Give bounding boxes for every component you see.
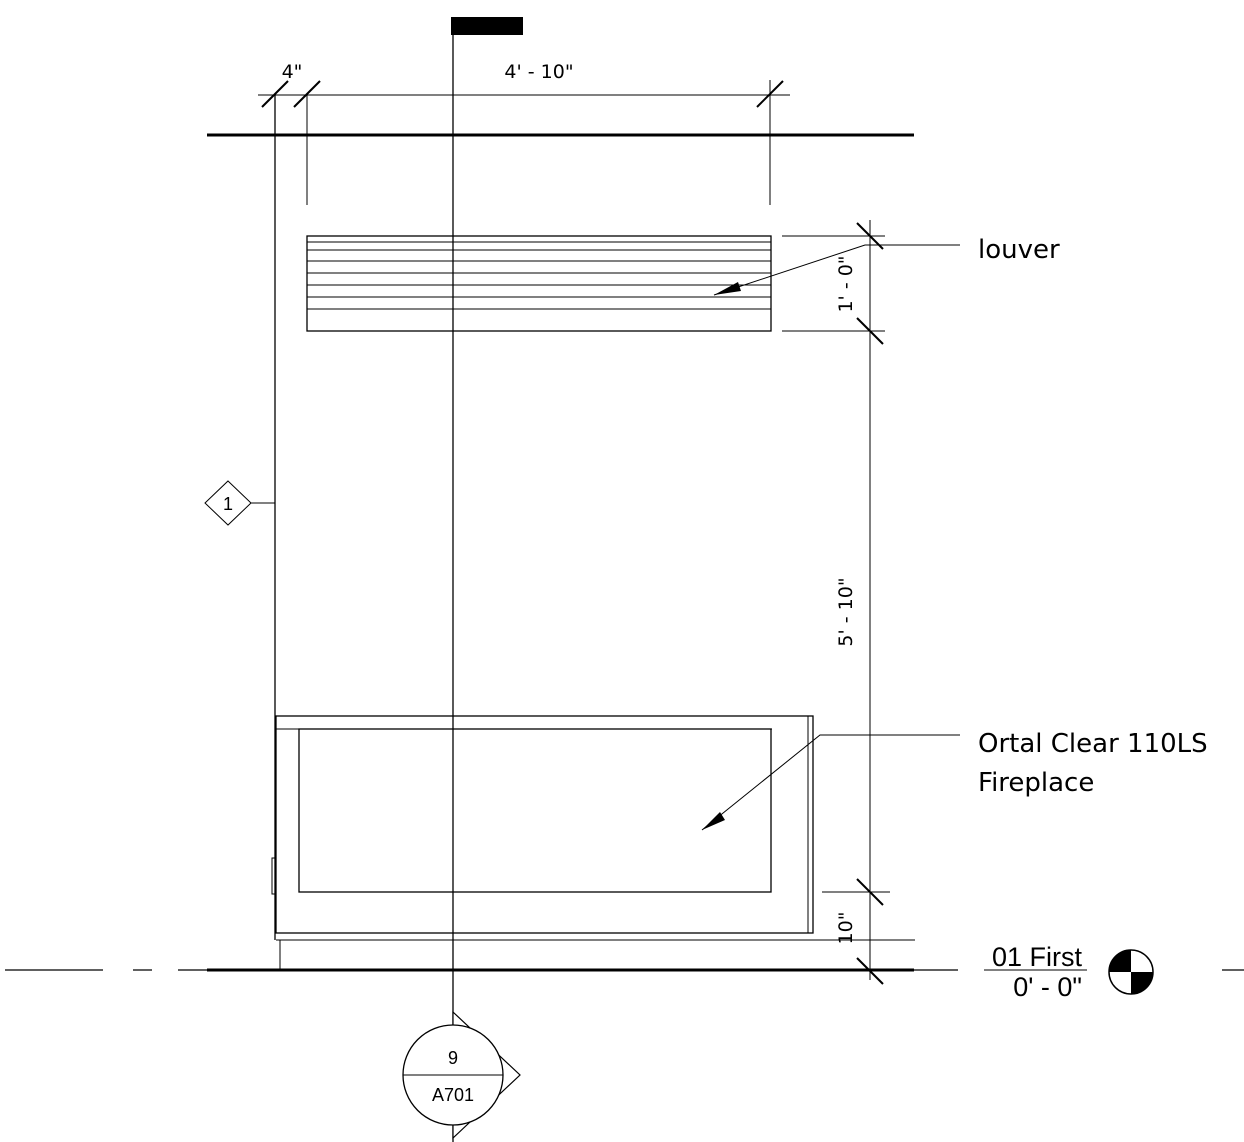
dim-top-width: 4' - 10" [504,61,573,83]
dim-mid-height: 5' - 10" [835,577,857,646]
dim-louver-height: 1' - 0" [835,255,857,312]
level-name: 01 First [992,942,1083,972]
fireplace-label-line1: Ortal Clear 110LS [978,729,1208,759]
section-marker-bar [451,17,523,35]
keynote-tag: 1 [204,480,275,526]
fireplace-element [271,715,822,970]
section-tag: 9 A701 [402,1010,521,1140]
dim-base-height: 10" [835,912,857,945]
section-tag-sheet: A701 [432,1085,474,1105]
louver-leader: louver [713,235,1060,296]
section-tag-number: 9 [448,1048,458,1068]
louver-label: louver [978,235,1060,265]
louver-element [306,235,772,332]
level-elevation: 0' - 0" [1013,972,1082,1002]
top-dimension: 4" 4' - 10" [258,61,790,205]
fireplace-label-line2: Fireplace [978,768,1094,798]
fireplace-leader: Ortal Clear 110LS Fireplace [701,729,1208,831]
keynote-number: 1 [223,494,233,514]
dim-top-small: 4" [282,61,303,83]
right-dimension: 1' - 0" 5' - 10" 10" [782,220,915,985]
level-datum-icon [1108,949,1154,995]
level-head: 01 First 0' - 0" [984,942,1154,1002]
